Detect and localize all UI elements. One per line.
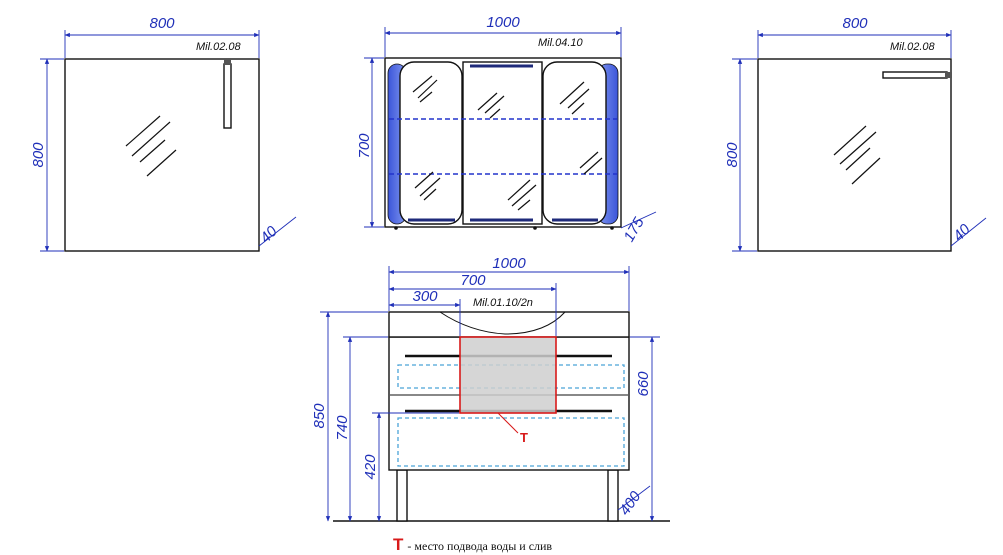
left-mirror-height-label: 800	[30, 142, 47, 168]
right-mirror-height-label: 800	[724, 142, 741, 168]
cabinet-foot	[394, 226, 398, 230]
basin-outline	[439, 311, 566, 335]
right-mirror-panel	[757, 58, 952, 252]
cabinet-door-left	[399, 61, 463, 225]
vanity-countertop	[388, 311, 630, 338]
vanity-basin-offset-label: 300	[412, 288, 438, 305]
cabinet-code: Mil.04.10	[538, 37, 584, 49]
vanity-view: T 1000 700 300 Mil.01.10/2n 850 740 420 …	[311, 255, 670, 522]
vanity-depth-label: 400	[616, 488, 645, 519]
glass-reflection-icon	[833, 125, 881, 185]
vanity-width-label: 1000	[492, 255, 526, 272]
left-mirror-handle	[223, 63, 232, 129]
cabinet-depth-label: 175	[620, 214, 648, 245]
vanity-service-bottom-label: 420	[362, 454, 379, 480]
left-mirror-width-label: 800	[149, 15, 175, 32]
cabinet-foot	[610, 226, 614, 230]
vanity-top-height-label: 740	[334, 415, 351, 441]
right-mirror-view: 800 Mil.02.08 800 40	[724, 15, 987, 252]
right-mirror-depth-label: 40	[950, 220, 974, 244]
service-area-marker: T	[520, 430, 528, 445]
vanity-service-width-label: 700	[460, 272, 486, 289]
legend-text: - место подвода воды и слив	[407, 539, 553, 553]
legend: T- место подвода воды и слив	[393, 535, 553, 554]
mirror-cabinet-view: 1000 Mil.04.10 700 175	[356, 14, 657, 245]
vanity-total-height-label: 850	[311, 403, 328, 429]
drawer-outline-lower	[397, 417, 625, 467]
glass-reflection-icon	[125, 115, 177, 177]
service-area-leader	[497, 412, 519, 434]
right-mirror-width-label: 800	[842, 15, 868, 32]
glass-reflection-icon	[412, 75, 603, 211]
right-mirror-handle-cap	[945, 72, 952, 78]
left-mirror-depth-label: 40	[257, 222, 281, 246]
vanity-leg-right	[607, 469, 619, 522]
left-mirror-handle-cap	[224, 59, 231, 65]
legend-symbol: T	[393, 535, 404, 554]
cabinet-foot	[533, 226, 537, 230]
right-mirror-code: Mil.02.08	[890, 41, 936, 53]
vanity-code: Mil.01.10/2n	[473, 297, 533, 309]
cabinet-height-label: 700	[356, 133, 373, 159]
cabinet-width-label: 1000	[486, 14, 520, 31]
vanity-service-height-label: 660	[635, 371, 652, 397]
vanity-leg-left	[396, 469, 408, 522]
cabinet-door-middle	[462, 61, 543, 225]
right-mirror-handle	[882, 71, 948, 79]
cabinet-door-right	[542, 61, 607, 225]
left-mirror-code: Mil.02.08	[196, 41, 242, 53]
left-mirror-view: 800 Mil.02.08 800 40	[30, 15, 297, 252]
service-area	[459, 336, 557, 414]
